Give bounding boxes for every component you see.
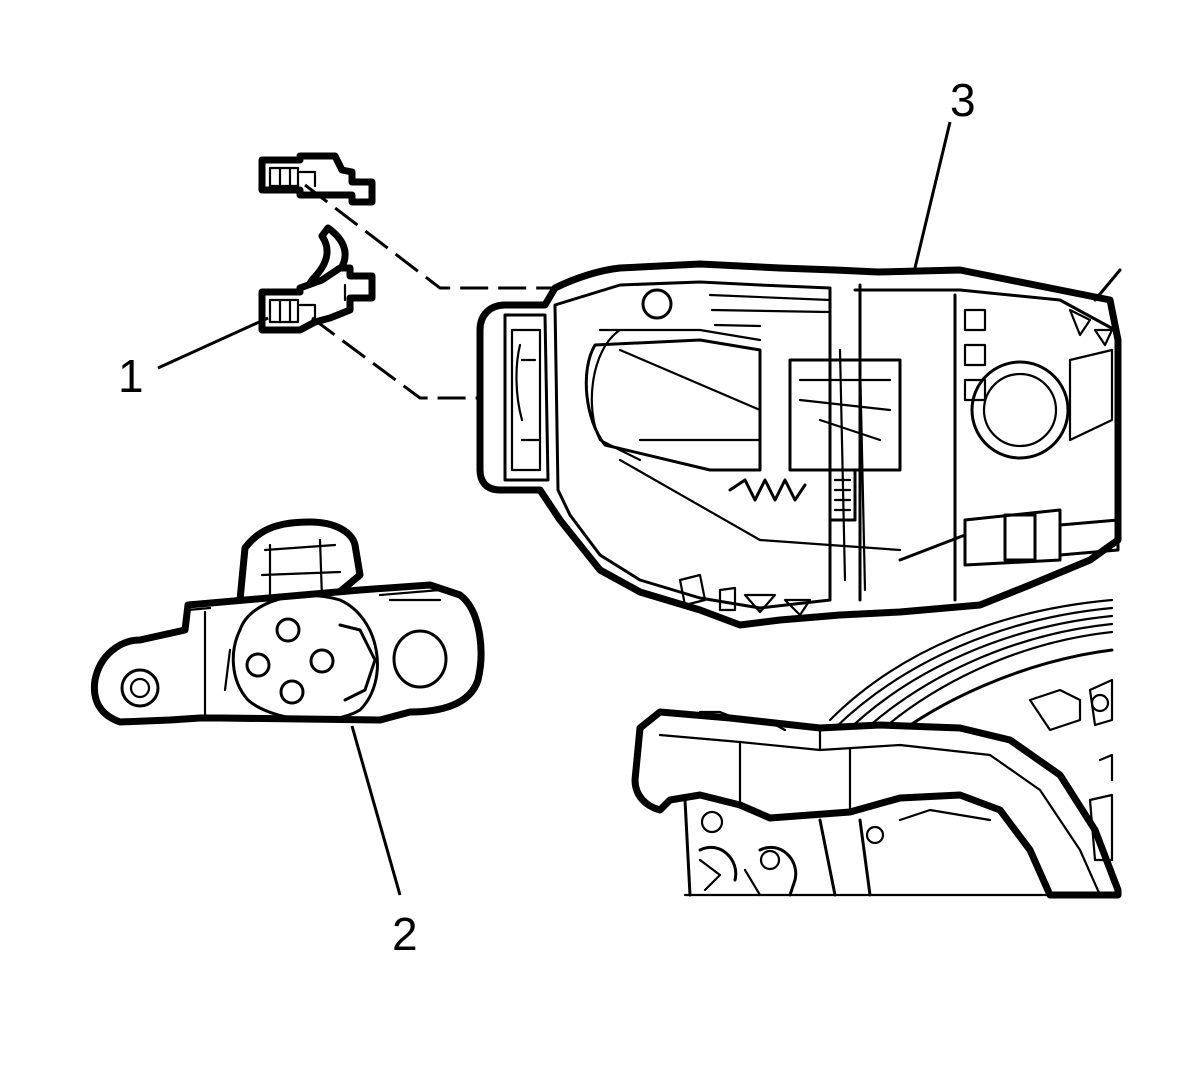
door-inner-structure: [631, 598, 1122, 899]
handle-housing: [476, 260, 1122, 629]
callout-1: 1: [118, 350, 144, 402]
callout-3: 3: [950, 74, 976, 126]
leader-line-2: [350, 725, 402, 896]
leader-line-3: [912, 121, 952, 273]
callout-2: 2: [392, 908, 418, 960]
alignment-line-upper: [304, 183, 555, 290]
retaining-clip: [258, 152, 376, 334]
lock-cylinder: [90, 518, 485, 726]
leader-line-1: [157, 316, 269, 370]
alignment-line-lower: [311, 316, 478, 400]
